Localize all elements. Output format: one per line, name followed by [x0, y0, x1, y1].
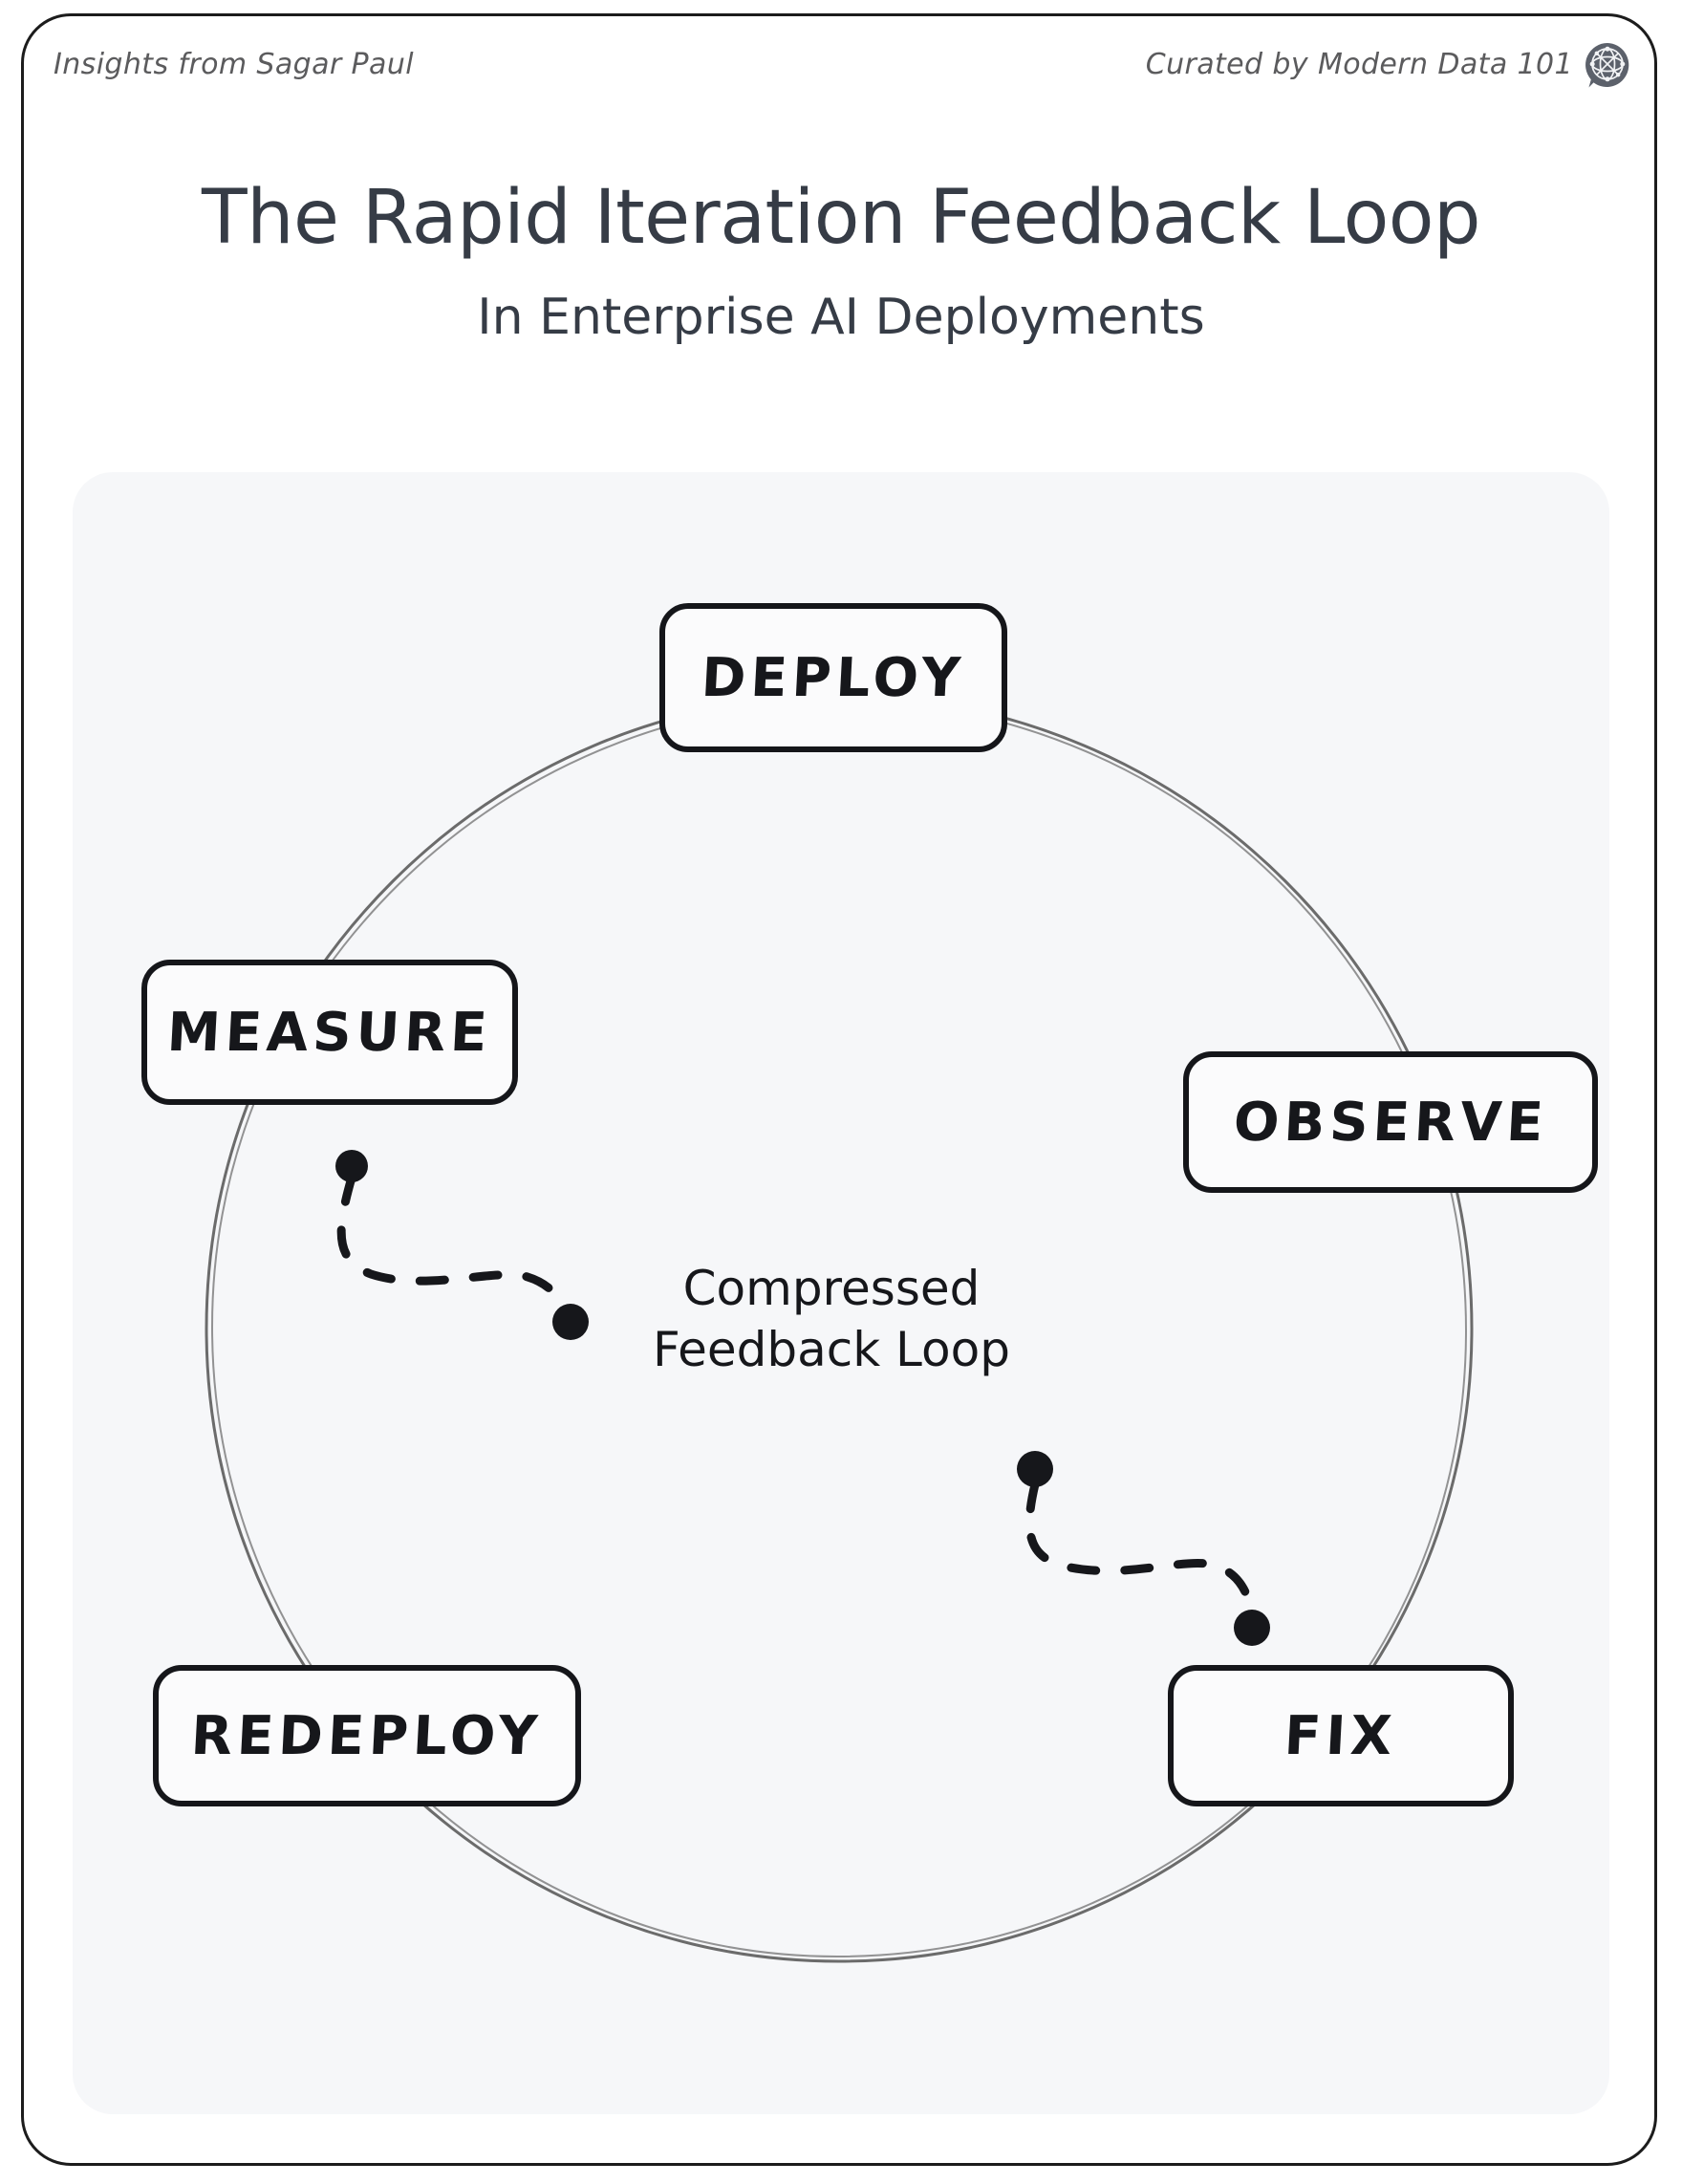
header-bar: Insights from Sagar Paul Curated by Mode… — [21, 13, 1657, 119]
node-redeploy[interactable]: REDEPLOY — [153, 1665, 581, 1806]
node-fix-label: FIX — [1283, 1704, 1399, 1767]
node-redeploy-label: REDEPLOY — [189, 1704, 545, 1767]
network-bubble-logo-icon — [1583, 40, 1632, 90]
node-observe[interactable]: OBSERVE — [1183, 1051, 1598, 1193]
center-caption: Compressed Feedback Loop — [653, 1261, 1010, 1377]
byline-text: Insights from Sagar Paul — [54, 48, 414, 81]
page-title: The Rapid Iteration Feedback Loop — [201, 175, 1481, 261]
node-fix[interactable]: FIX — [1168, 1665, 1514, 1806]
page-subtitle: In Enterprise AI Deployments — [477, 289, 1205, 347]
title-block: The Rapid Iteration Feedback Loop In Ent… — [0, 178, 1682, 345]
node-deploy[interactable]: DEPLOY — [659, 603, 1007, 752]
node-deploy-label: DEPLOY — [700, 646, 967, 709]
node-measure[interactable]: MEASURE — [141, 960, 518, 1105]
node-measure-label: MEASURE — [165, 1001, 494, 1064]
node-observe-label: OBSERVE — [1231, 1091, 1550, 1154]
curator-text: Curated by Modern Data 101 — [1145, 48, 1573, 81]
